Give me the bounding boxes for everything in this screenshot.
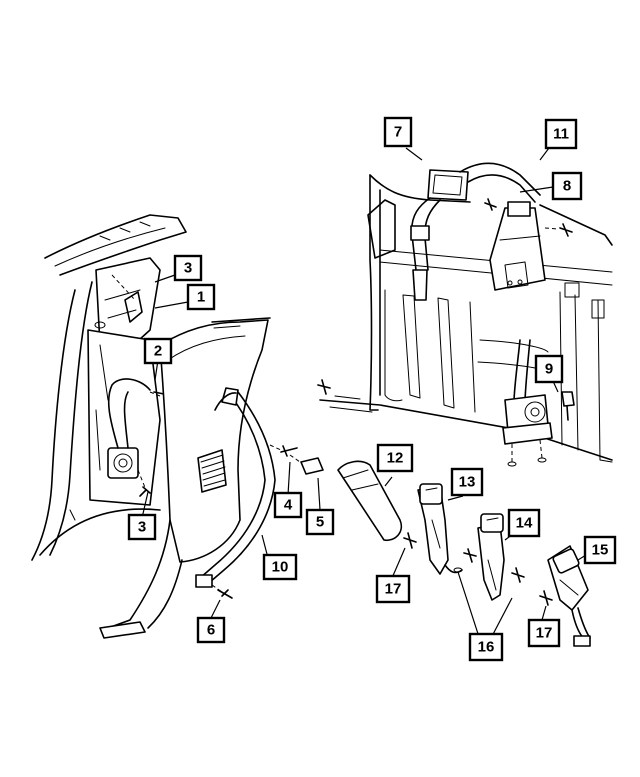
callout-3-lower: 3 <box>127 513 157 541</box>
callout-15: 15 <box>583 535 617 565</box>
callout-7: 7 <box>383 116 413 148</box>
cab-side-pillar-illustration <box>31 214 324 639</box>
buckle-parts-illustration <box>337 460 591 647</box>
callout-3-upper: 3 <box>173 254 203 282</box>
callout-17-left-label: 17 <box>385 581 402 598</box>
callout-9: 9 <box>534 354 564 384</box>
callout-15-label: 15 <box>592 542 609 559</box>
callout-3-upper-label: 3 <box>184 260 192 277</box>
callout-5: 5 <box>305 508 335 536</box>
callout-16-label: 16 <box>478 639 495 656</box>
callout-8: 8 <box>551 171 583 201</box>
callout-4: 4 <box>273 491 303 519</box>
callout-2-label: 2 <box>154 343 162 360</box>
callout-3-lower-label: 3 <box>138 519 146 536</box>
callout-10-label: 10 <box>272 559 289 576</box>
callout-17-left: 17 <box>375 574 411 604</box>
callout-17-right: 17 <box>527 618 561 648</box>
callout-10: 10 <box>262 553 298 581</box>
callout-1-label: 1 <box>197 289 205 306</box>
callout-2: 2 <box>143 337 173 365</box>
callout-1: 1 <box>186 283 216 311</box>
callouts: 1 2 3 3 4 5 6 7 <box>127 116 617 662</box>
callout-8-label: 8 <box>563 178 571 195</box>
callout-6: 6 <box>196 616 226 644</box>
callout-13-label: 13 <box>459 474 476 491</box>
leader-lines <box>141 147 587 641</box>
callout-4-label: 4 <box>284 497 293 514</box>
callout-17-right-label: 17 <box>536 625 553 642</box>
callout-13: 13 <box>450 467 484 497</box>
callout-5-label: 5 <box>316 514 324 531</box>
callout-9-label: 9 <box>545 361 553 378</box>
callout-11: 11 <box>544 118 578 150</box>
callout-12-label: 12 <box>387 450 404 467</box>
callout-14-label: 14 <box>516 515 533 532</box>
callout-6-label: 6 <box>207 622 215 639</box>
callout-7-label: 7 <box>394 124 402 141</box>
callout-12: 12 <box>376 443 414 473</box>
callout-16: 16 <box>468 632 504 662</box>
rear-cab-wall-illustration <box>317 162 613 467</box>
callout-11-label: 11 <box>553 126 569 143</box>
callout-14: 14 <box>507 508 541 538</box>
